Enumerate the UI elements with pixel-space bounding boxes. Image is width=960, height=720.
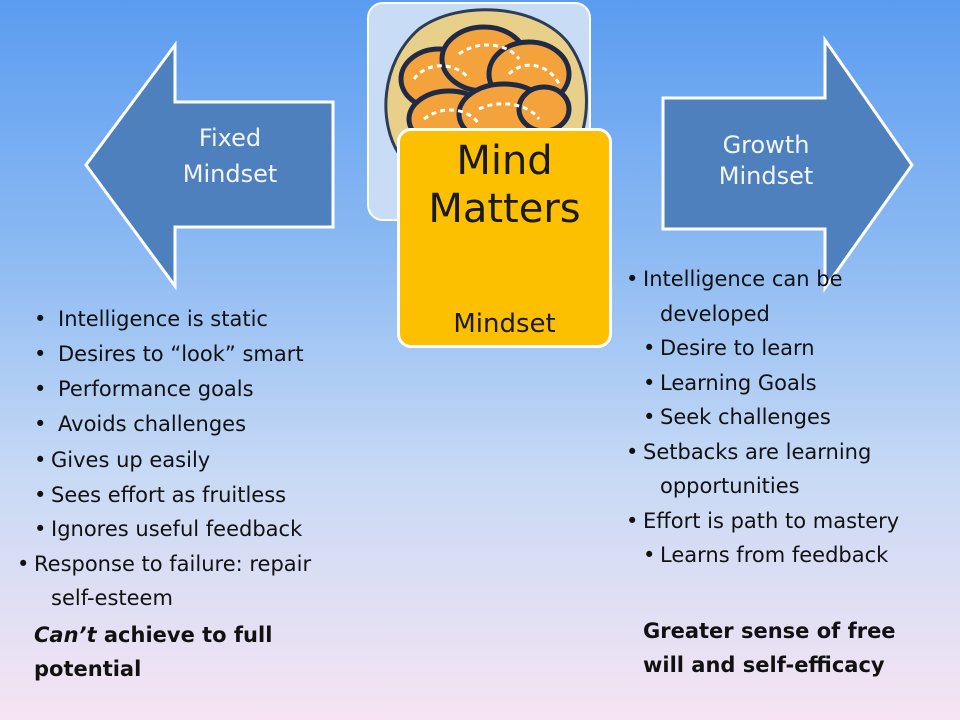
list-item: Response to failure: repair self-esteem [34, 547, 334, 616]
list-item: Desires to “look” smart [34, 337, 354, 372]
fixed-conclusion-rest: achieve to full potential [34, 623, 273, 681]
list-item: Seek challenges [643, 400, 933, 435]
mind-matters-box: Mind Matters Mindset [397, 128, 612, 348]
list-item: Learning Goals [643, 366, 933, 401]
mindset-subtitle: Mindset [453, 309, 556, 339]
list-item: Sees effort as fruitless [34, 478, 334, 513]
fixed-conclusion: Can’t achieve to full potential [34, 618, 324, 686]
growth-label-line1: Growth [722, 131, 810, 159]
list-item: Ignores useful feedback [34, 512, 334, 547]
growth-label-line2: Mindset [718, 162, 814, 191]
fixed-conclusion-italic: Can’t [34, 623, 97, 647]
list-item: Learns from feedback [643, 538, 933, 573]
growth-mindset-label: Growth Mindset [696, 130, 836, 192]
growth-traits-list: Intelligence can be developed Desire to … [643, 262, 933, 573]
list-item: Intelligence can be developed [643, 262, 933, 331]
mind-matters-title: Mind Matters [400, 137, 609, 233]
fixed-mindset-arrow [84, 40, 335, 291]
fixed-traits-top-list: Intelligence is static Desires to “look”… [34, 302, 354, 442]
list-item: Intelligence is static [34, 302, 354, 337]
growth-conclusion: Greater sense of free will and self-effi… [643, 619, 896, 677]
list-item: Performance goals [34, 372, 354, 407]
list-item: Desire to learn [643, 331, 933, 366]
fixed-mindset-label: Fixed Mindset [170, 122, 290, 191]
title-line1: Mind [456, 138, 553, 184]
list-item: Gives up easily [34, 443, 334, 478]
list-item: Effort is path to mastery [643, 504, 933, 539]
title-line2: Matters [428, 186, 581, 232]
fixed-traits-bottom-list: Gives up easily Sees effort as fruitless… [34, 443, 334, 616]
list-item: Setbacks are learning opportunities [643, 435, 933, 504]
fixed-label-line2: Mindset [182, 160, 278, 189]
fixed-label-line1: Fixed [198, 124, 262, 152]
list-item: Avoids challenges [34, 407, 354, 442]
